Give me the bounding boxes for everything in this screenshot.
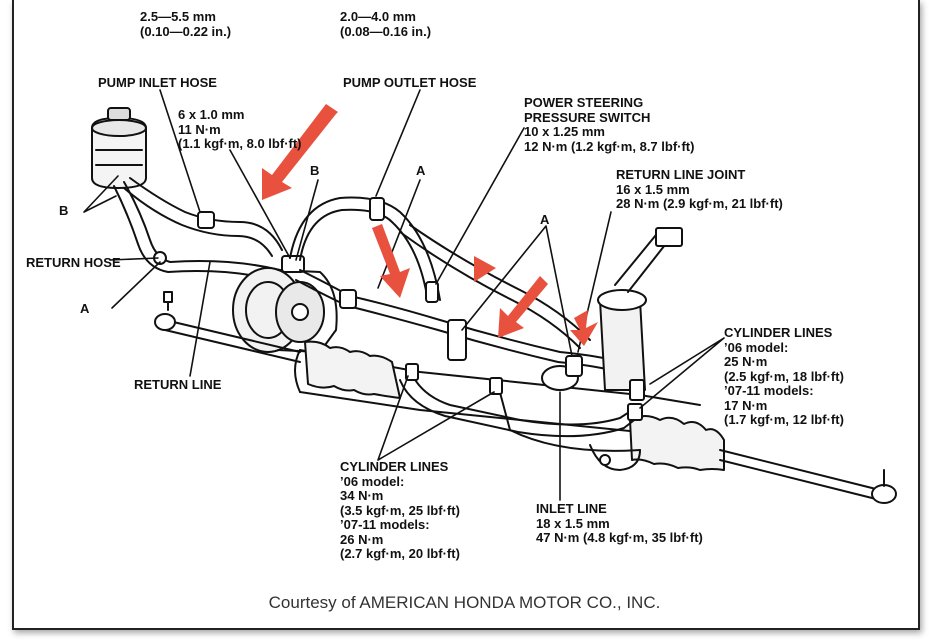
label-pump-inlet-hose: PUMP INLET HOSE	[98, 75, 217, 90]
cylinder-lines	[399, 355, 645, 452]
letter-a-1: A	[416, 163, 426, 178]
leader-lines	[83, 89, 725, 501]
letter-a-3: A	[80, 301, 90, 316]
label-inlet-line: INLET LINE 18 x 1.5 mm 47 N·m (4.8 kgf·m…	[536, 501, 703, 545]
letter-b-2: B	[59, 203, 69, 218]
label-return-hose: RETURN HOSE	[26, 255, 121, 270]
red-arrow-5	[570, 310, 598, 346]
red-arrow-4	[498, 276, 548, 338]
pump-inlet-hose	[123, 177, 283, 257]
reservoir	[91, 107, 147, 189]
red-arrow-2	[372, 224, 410, 298]
label-pump-inlet-spec: 6 x 1.0 mm 11 N·m (1.1 kgf·m, 8.0 lbf·ft…	[178, 107, 302, 151]
letter-b-1: B	[310, 163, 320, 178]
letter-a-2: A	[540, 212, 550, 227]
gap-spec-left: 2.5—5.5 mm (0.10—0.22 in.)	[140, 9, 232, 39]
credit-text: Courtesy of AMERICAN HONDA MOTOR CO., IN…	[268, 593, 661, 612]
label-pump-outlet-hose: PUMP OUTLET HOSE	[343, 75, 477, 90]
label-power-steering-pressure-switch: POWER STEERING PRESSURE SWITCH 10 x 1.25…	[524, 95, 695, 154]
return-hose	[113, 181, 281, 281]
power-steering-pump	[232, 255, 338, 353]
label-cylinder-lines-bottom: CYLINDER LINES ’06 model: 34 N·m (3.5 kg…	[340, 459, 460, 561]
label-return-line-joint: RETURN LINE JOINT 16 x 1.5 mm 28 N·m (2.…	[616, 167, 783, 211]
red-arrow-3	[474, 256, 496, 282]
red-arrow-1	[262, 104, 338, 200]
gap-spec-right: 2.0—4.0 mm (0.08—0.16 in.)	[340, 9, 432, 39]
label-return-line: RETURN LINE	[134, 377, 222, 392]
label-cylinder-lines-right: CYLINDER LINES ’06 model: 25 N·m (2.5 kg…	[724, 325, 844, 427]
red-arrows	[262, 104, 598, 346]
